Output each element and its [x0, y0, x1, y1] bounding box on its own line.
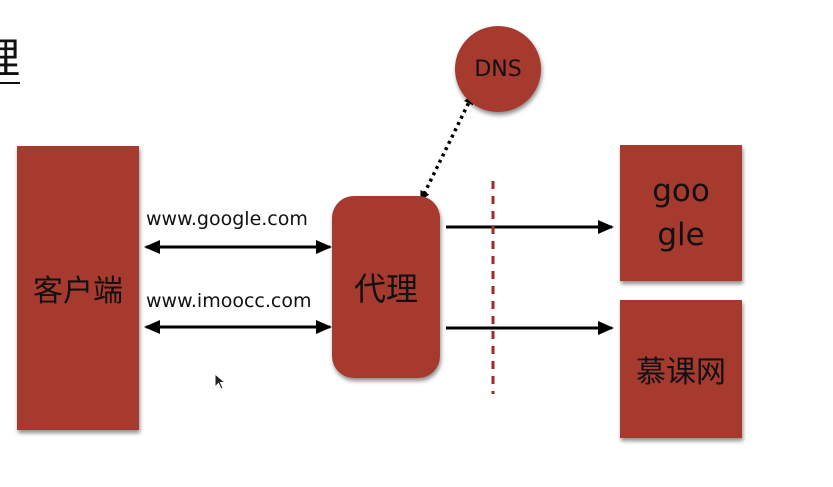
imooc-node: 慕课网 [620, 300, 742, 438]
slide-title-partial: 理 [0, 38, 21, 84]
proxy-node: 代理 [332, 196, 440, 378]
client-node: 客户端 [17, 146, 139, 430]
dns-node: DNS [455, 26, 541, 112]
google-node: google [620, 145, 742, 281]
mouse-pointer-icon [214, 373, 227, 390]
google-url-label: www.google.com [146, 208, 308, 230]
arrow-proxy-dns [420, 94, 474, 202]
imooc-url-label: www.imoocc.com [146, 290, 312, 312]
